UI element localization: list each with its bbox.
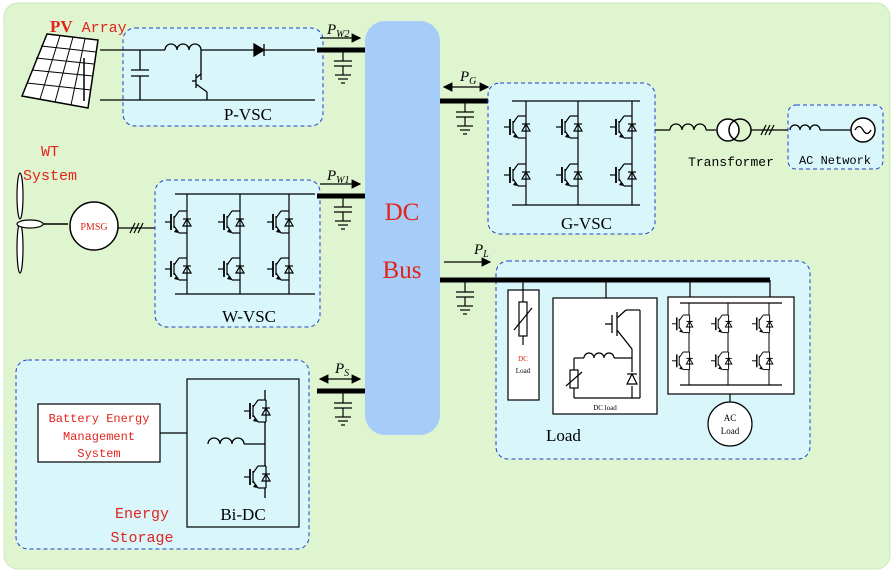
ac-load-circle (707, 401, 753, 447)
g-vsc-box (487, 82, 656, 235)
ac-network-label: AC Network (799, 154, 871, 168)
g-vsc-bridge (503, 100, 640, 206)
w-vsc-label: W-VSC (222, 307, 276, 326)
pv-title: PV Array (50, 17, 127, 37)
pg-label: PG (459, 69, 476, 87)
wt-title-line2: System (23, 168, 77, 185)
load-title: Load (546, 426, 581, 445)
pw2-label: PW2 (326, 22, 350, 40)
pmsg-circle (69, 201, 119, 251)
pv-title-pv: PV (50, 17, 73, 36)
pmsg-label: PMSG (80, 222, 107, 233)
three-phase-link-wt (118, 222, 156, 234)
p-vsc-box (122, 27, 324, 127)
w-vsc-bridge (164, 193, 315, 295)
ac-load-inverter-box (667, 296, 795, 395)
ps-main: P (334, 361, 344, 377)
pv-title-array: Array (73, 20, 127, 37)
pl-label: PL (473, 242, 489, 260)
bi-dc-box (186, 378, 300, 528)
three-phase-link-grid (751, 124, 790, 136)
sine-wave-icon (854, 125, 872, 135)
dc-load-diode-icon (626, 372, 638, 385)
pw2-main: P (326, 22, 336, 38)
bms-label-line2: Management (63, 430, 135, 444)
ps-label: PS (334, 361, 349, 379)
g-vsc-label: G-VSC (561, 214, 612, 233)
dc-bus-label-line1: DC (385, 199, 420, 226)
ac-network-line (789, 124, 851, 131)
bms-label-line1: Battery Energy (49, 412, 150, 426)
dc-load-small-label-1: DC (518, 355, 528, 363)
transformer-label: Transformer (688, 155, 774, 170)
pg-main: P (459, 69, 469, 85)
dc-load-switch-icon (605, 309, 633, 350)
p-vsc-label: P-VSC (224, 105, 272, 124)
wind-turbine-icon (16, 172, 68, 274)
ps-sub: S (344, 368, 349, 379)
pl-sub: L (482, 249, 489, 260)
w-vsc-box (154, 179, 321, 328)
dc-load-resistor (513, 290, 533, 345)
pw2-sub: W2 (336, 29, 349, 40)
dc-bus (365, 21, 440, 435)
wt-title-line1: WT (41, 144, 59, 161)
bi-dc-label: Bi-DC (220, 505, 265, 524)
dc-load-circuit (565, 309, 641, 399)
dc-load-small-label-2: Load (516, 367, 531, 375)
bi-dc-circuit (207, 390, 266, 498)
storage-title-line2: Storage (110, 530, 173, 547)
bms-box (37, 403, 161, 463)
bms-label-line3: System (77, 447, 120, 461)
pw1-sub: W1 (336, 175, 349, 186)
grid-output-line (655, 123, 716, 131)
p-vsc-circuit (100, 42, 315, 101)
pv-array-icon (20, 33, 99, 109)
pw1-main: P (326, 168, 336, 184)
pg-sub: G (469, 76, 476, 87)
pl-main: P (473, 242, 483, 258)
pw1-label: PW1 (326, 168, 350, 186)
storage-title-line1: Energy (115, 506, 169, 523)
ac-load-label-1: AC (724, 413, 737, 423)
dc-load-box-label: DC load (593, 404, 617, 412)
ac-load-bridge (671, 280, 782, 386)
dc-bus-label-line2: Bus (383, 257, 422, 284)
ac-load-label-2: Load (721, 426, 740, 436)
